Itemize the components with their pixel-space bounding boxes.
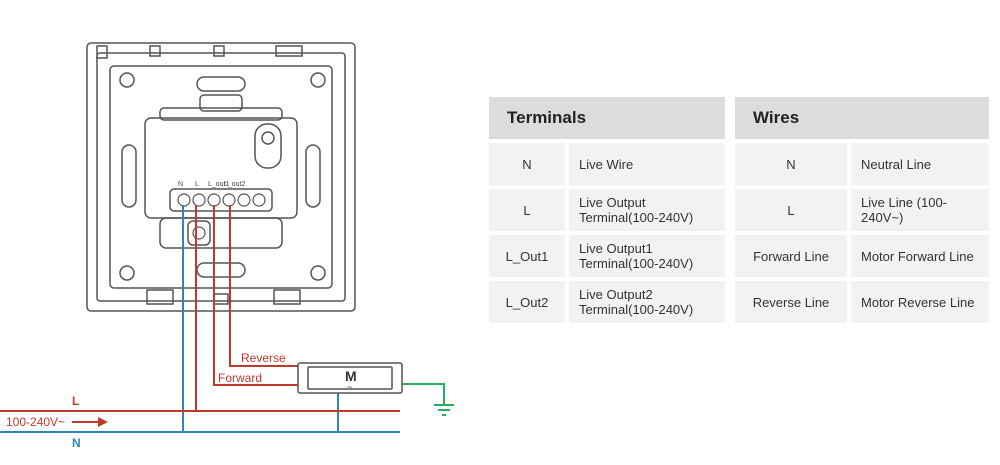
terminal-description: Live Output1 Terminal(100-240V): [569, 235, 725, 277]
table-row: L_Out2 Live Output2 Terminal(100-240V): [489, 281, 725, 323]
terminal-description: Live Output2 Terminal(100-240V): [569, 281, 725, 323]
wiring-diagram: N L L_out1 L_out2 M ~ Reverse Forward L: [0, 42, 454, 450]
terminal-label-n: N: [178, 181, 183, 188]
terminal-screws: [177, 193, 266, 240]
motor: [297, 362, 403, 394]
line-label: L: [72, 394, 79, 408]
neutral-label: N: [72, 436, 81, 450]
terminals-header: Terminals: [489, 97, 725, 139]
supply-label: 100-240V~: [6, 415, 65, 429]
wire-cell: N: [735, 143, 847, 185]
forward-label: Forward: [218, 371, 262, 385]
table-row: N Live Wire: [489, 143, 725, 185]
wire-cell: Forward Line: [735, 235, 847, 277]
wires-header: Wires: [735, 97, 989, 139]
reverse-label: Reverse: [241, 351, 286, 365]
motor-tilde: ~: [347, 382, 352, 392]
forward-wire: [213, 205, 300, 386]
table-row: N Neutral Line: [735, 143, 989, 185]
table-row: Reverse Line Motor Reverse Line: [735, 281, 989, 323]
supply-arrow: [98, 417, 108, 427]
wire-description: Neutral Line: [851, 143, 989, 185]
switch-back-plate: [86, 42, 356, 312]
wire-description: Motor Reverse Line: [851, 281, 989, 323]
terminal-cell: L: [489, 189, 565, 231]
motor-label: M: [345, 368, 357, 384]
ground-symbol-icon: [434, 404, 454, 416]
wire-cell: L: [735, 189, 847, 231]
ground-wire: [402, 383, 445, 404]
table-row: L Live Output Terminal(100-240V): [489, 189, 725, 231]
terminal-cell: N: [489, 143, 565, 185]
terminal-description: Live Output Terminal(100-240V): [569, 189, 725, 231]
wire-description: Live Line (100-240V~): [851, 189, 989, 231]
wires-table: Wires N Neutral Line L Live Line (100-24…: [731, 93, 993, 327]
table-row: L_Out1 Live Output1 Terminal(100-240V): [489, 235, 725, 277]
terminal-description: Live Wire: [569, 143, 725, 185]
terminal-label-lout1: L_out1: [208, 181, 230, 188]
reverse-wire: [229, 205, 300, 367]
table-row: Forward Line Motor Forward Line: [735, 235, 989, 277]
wire-description: Motor Forward Line: [851, 235, 989, 277]
terminal-cell: L_Out1: [489, 235, 565, 277]
terminal-cell: L_Out2: [489, 281, 565, 323]
terminals-table: Terminals N Live Wire L Live Output Term…: [485, 93, 729, 327]
wire-cell: Reverse Line: [735, 281, 847, 323]
terminal-label-lout2: L_out2: [224, 181, 246, 188]
terminal-label-l: L: [195, 181, 199, 188]
table-row: L Live Line (100-240V~): [735, 189, 989, 231]
wires: [0, 205, 445, 433]
